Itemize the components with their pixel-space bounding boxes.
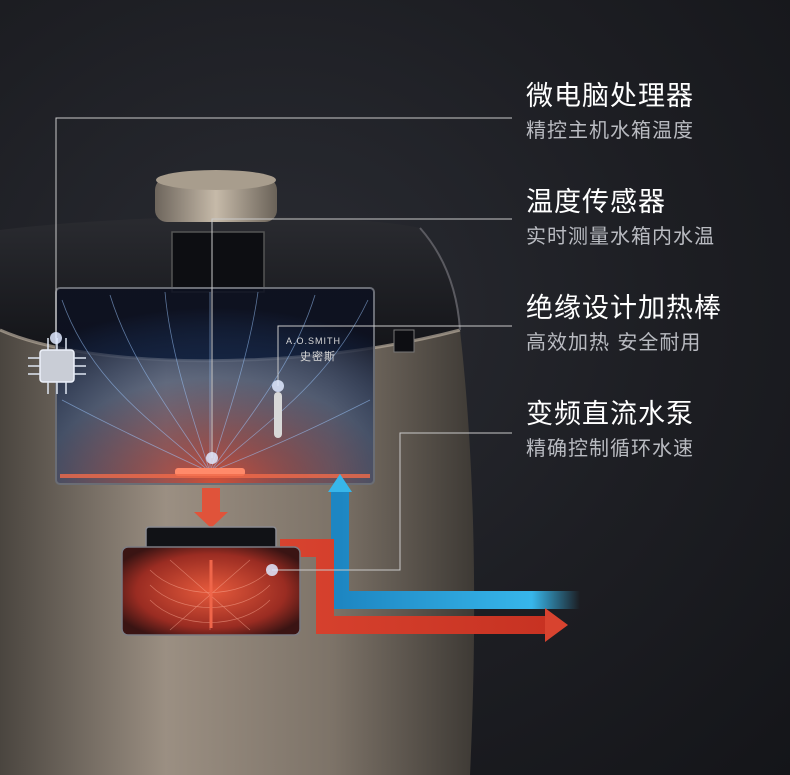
feature-heating-rod: 绝缘设计加热棒 高效加热 安全耐用 [526, 292, 786, 356]
feature-temperature-sensor: 温度传感器 实时测量水箱内水温 [526, 186, 786, 250]
heat-radiation-lines [61, 291, 371, 473]
microprocessor-chip-icon [28, 338, 86, 394]
feature-desc: 精控主机水箱温度 [526, 118, 694, 142]
feature-water-pump: 变频直流水泵 精确控制循环水速 [526, 398, 786, 462]
feature-title: 微电脑处理器 [526, 81, 694, 112]
feature-title: 变频直流水泵 [526, 399, 694, 430]
feature-desc: 精确控制循环水速 [526, 436, 694, 460]
feature-microprocessor: 微电脑处理器 精控主机水箱温度 [526, 80, 786, 144]
callout-dots [50, 332, 284, 576]
feature-title: 温度传感器 [526, 187, 666, 218]
feature-desc: 实时测量水箱内水温 [526, 224, 715, 248]
brand-logo-en: A.O.SMITH [286, 336, 342, 346]
brand-logo-cn: 史密斯 [300, 350, 336, 363]
callout-lines [55, 117, 512, 571]
feature-desc: 高效加热 安全耐用 [526, 330, 702, 354]
feature-title: 绝缘设计加热棒 [526, 293, 722, 324]
